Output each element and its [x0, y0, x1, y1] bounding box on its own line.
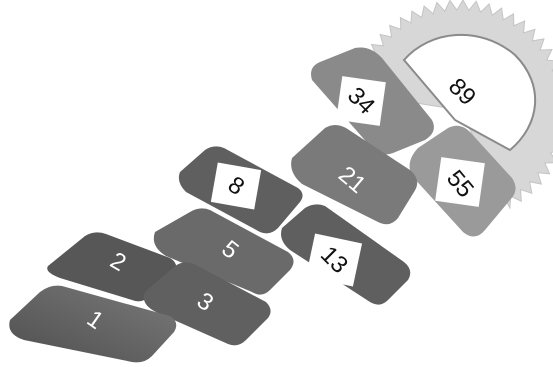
fibonacci-hopscotch-illustration: 89 34 55 21 8 13 5 2 3 [0, 0, 553, 367]
